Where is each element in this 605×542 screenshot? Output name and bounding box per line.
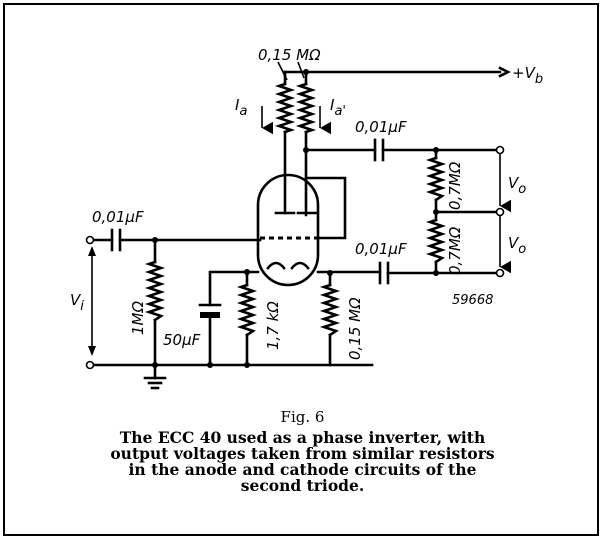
load-resistors bbox=[425, 148, 505, 275]
supply-rail bbox=[283, 66, 511, 78]
vo-bottom-label: Vo bbox=[508, 234, 526, 257]
anode-resistor-label: 0,15 MΩ bbox=[258, 46, 321, 64]
cap-out-top-label: 0,01μF bbox=[355, 118, 407, 136]
figure-title: Fig. 6 bbox=[280, 408, 325, 426]
caption-line: The ECC 40 used as a phase inverter, wit… bbox=[119, 428, 486, 447]
load-bottom-label: 0,7MΩ bbox=[446, 226, 464, 275]
cathode-resistor-label: 1,7 kΩ bbox=[264, 301, 282, 350]
output-capacitor-bottom bbox=[378, 261, 505, 285]
reference-number: 59668 bbox=[452, 293, 493, 308]
cathode-load-label: 0,15 MΩ bbox=[346, 297, 364, 360]
load-top-label: 0,7MΩ bbox=[446, 161, 464, 210]
supply-label: +Vb bbox=[512, 64, 543, 87]
ia2-label: Ia' bbox=[330, 96, 346, 119]
cathode-network bbox=[198, 269, 382, 367]
output-capacitor-top bbox=[373, 138, 505, 162]
vi-label: Vi bbox=[70, 291, 84, 314]
tube-ecc40 bbox=[256, 173, 347, 287]
vo-top-label: Vo bbox=[508, 174, 526, 197]
cap-out-bottom-label: 0,01μF bbox=[355, 240, 407, 258]
anode-resistor-right bbox=[295, 70, 377, 217]
input-network bbox=[85, 228, 262, 367]
ground-rail bbox=[85, 360, 374, 390]
label-leader-left bbox=[277, 61, 288, 81]
anode-resistor-left bbox=[274, 70, 296, 177]
caption-line: output voltages taken from similar resis… bbox=[110, 444, 495, 463]
label-leader-right bbox=[297, 61, 305, 79]
figure-caption: The ECC 40 used as a phase inverter, wit… bbox=[0, 430, 605, 494]
caption-line: second triode. bbox=[240, 476, 365, 495]
cap-in-label: 0,01μF bbox=[92, 208, 144, 226]
caption-line: in the anode and cathode circuits of the bbox=[128, 460, 477, 479]
grid-resistor-label: 1MΩ bbox=[129, 301, 147, 335]
cathode-cap-label: 50μF bbox=[163, 331, 201, 349]
ia-label: Ia bbox=[235, 96, 247, 119]
